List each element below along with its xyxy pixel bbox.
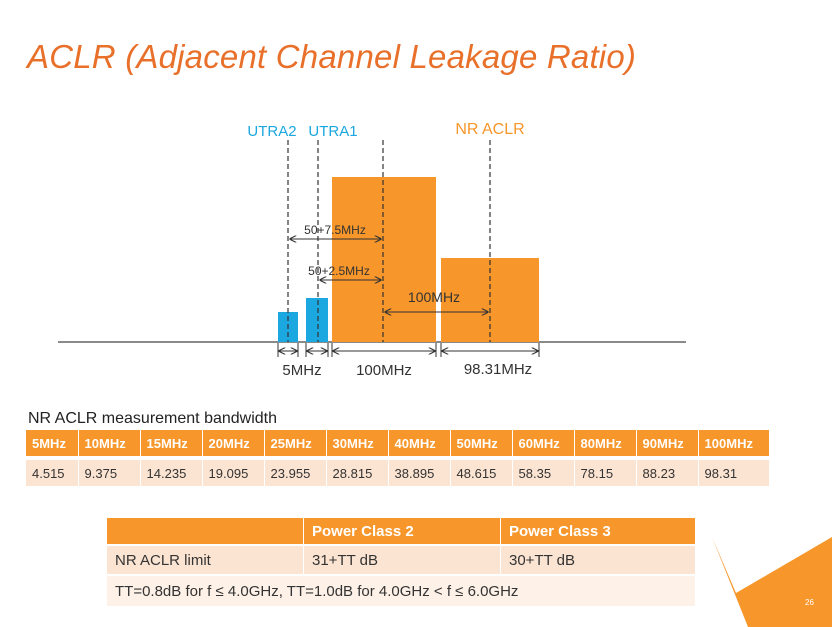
bw-header-cell: 40MHz bbox=[388, 430, 451, 456]
bw-header-cell: 5MHz bbox=[26, 430, 79, 456]
pc-header-empty bbox=[107, 518, 304, 546]
bandwidth-table: 5MHz 10MHz 15MHz 20MHz 25MHz 30MHz 40MHz… bbox=[26, 430, 771, 486]
bw-label-100mhz: 100MHz bbox=[356, 362, 412, 379]
offset-label-utra2: 50+7.5MHz bbox=[304, 223, 366, 237]
bandwidth-value-row: 4.515 9.375 14.235 19.095 23.955 28.815 … bbox=[26, 460, 771, 486]
bw-header-cell: 15MHz bbox=[140, 430, 203, 456]
bw-value-cell: 14.235 bbox=[140, 460, 203, 486]
tt-note-row: TT=0.8dB for f ≤ 4.0GHz, TT=1.0dB for 4.… bbox=[107, 575, 696, 608]
bw-header-cell: 100MHz bbox=[698, 430, 771, 456]
bw-header-cell: 25MHz bbox=[264, 430, 327, 456]
bw-header-cell: 60MHz bbox=[512, 430, 575, 456]
aclr-limit-pc2: 31+TT dB bbox=[303, 545, 501, 576]
slide-title: ACLR (Adjacent Channel Leakage Ratio) bbox=[27, 38, 637, 75]
utra1-label: UTRA1 bbox=[308, 123, 357, 140]
bw-value-cell: 58.35 bbox=[512, 460, 575, 486]
power-class-table: Power Class 2 Power Class 3 NR ACLR limi… bbox=[107, 518, 696, 608]
bw-value-cell: 19.095 bbox=[202, 460, 265, 486]
bw-value-cell: 9.375 bbox=[78, 460, 141, 486]
bw-value-cell: 88.23 bbox=[636, 460, 699, 486]
bandwidth-caption: NR ACLR measurement bandwidth bbox=[28, 410, 278, 427]
bw-label-5mhz: 5MHz bbox=[282, 362, 321, 379]
bw-header-cell: 50MHz bbox=[450, 430, 513, 456]
aclr-limit-label: NR ACLR limit bbox=[107, 545, 304, 576]
tt-note: TT=0.8dB for f ≤ 4.0GHz, TT=1.0dB for 4.… bbox=[107, 575, 696, 608]
bw-value-cell: 78.15 bbox=[574, 460, 637, 486]
bw-header-cell: 20MHz bbox=[202, 430, 265, 456]
offset-label-nr-aclr: 100MHz bbox=[408, 289, 460, 305]
nr-carrier-block bbox=[332, 177, 436, 342]
bw-label-98mhz: 98.31MHz bbox=[464, 361, 532, 378]
bw-value-cell: 48.615 bbox=[450, 460, 513, 486]
utra1-block bbox=[306, 298, 328, 342]
aclr-limit-row: NR ACLR limit 31+TT dB 30+TT dB bbox=[107, 545, 696, 576]
bandwidth-header-row: 5MHz 10MHz 15MHz 20MHz 25MHz 30MHz 40MHz… bbox=[26, 430, 771, 456]
pc-header-class2: Power Class 2 bbox=[303, 518, 501, 546]
bw-value-cell: 98.31 bbox=[698, 460, 771, 486]
pc-header-class3: Power Class 3 bbox=[500, 518, 696, 546]
aclr-diagram: UTRA2 UTRA1 NR ACLR 50+7.5MHz 50+2.5MHz … bbox=[58, 121, 686, 379]
bw-value-cell: 28.815 bbox=[326, 460, 389, 486]
nr-aclr-label: NR ACLR bbox=[455, 121, 524, 138]
bw-value-cell: 4.515 bbox=[26, 460, 79, 486]
offset-label-utra1: 50+2.5MHz bbox=[308, 264, 370, 278]
aclr-limit-pc3: 30+TT dB bbox=[500, 545, 696, 576]
utra2-label: UTRA2 bbox=[247, 123, 296, 140]
bw-header-cell: 30MHz bbox=[326, 430, 389, 456]
bw-header-cell: 80MHz bbox=[574, 430, 637, 456]
power-class-header-row: Power Class 2 Power Class 3 bbox=[107, 518, 696, 546]
corner-chevron-decoration bbox=[712, 537, 832, 627]
bw-value-cell: 23.955 bbox=[264, 460, 327, 486]
bw-value-cell: 38.895 bbox=[388, 460, 451, 486]
bw-header-cell: 90MHz bbox=[636, 430, 699, 456]
bw-header-cell: 10MHz bbox=[78, 430, 141, 456]
page-number: 26 bbox=[805, 598, 814, 607]
